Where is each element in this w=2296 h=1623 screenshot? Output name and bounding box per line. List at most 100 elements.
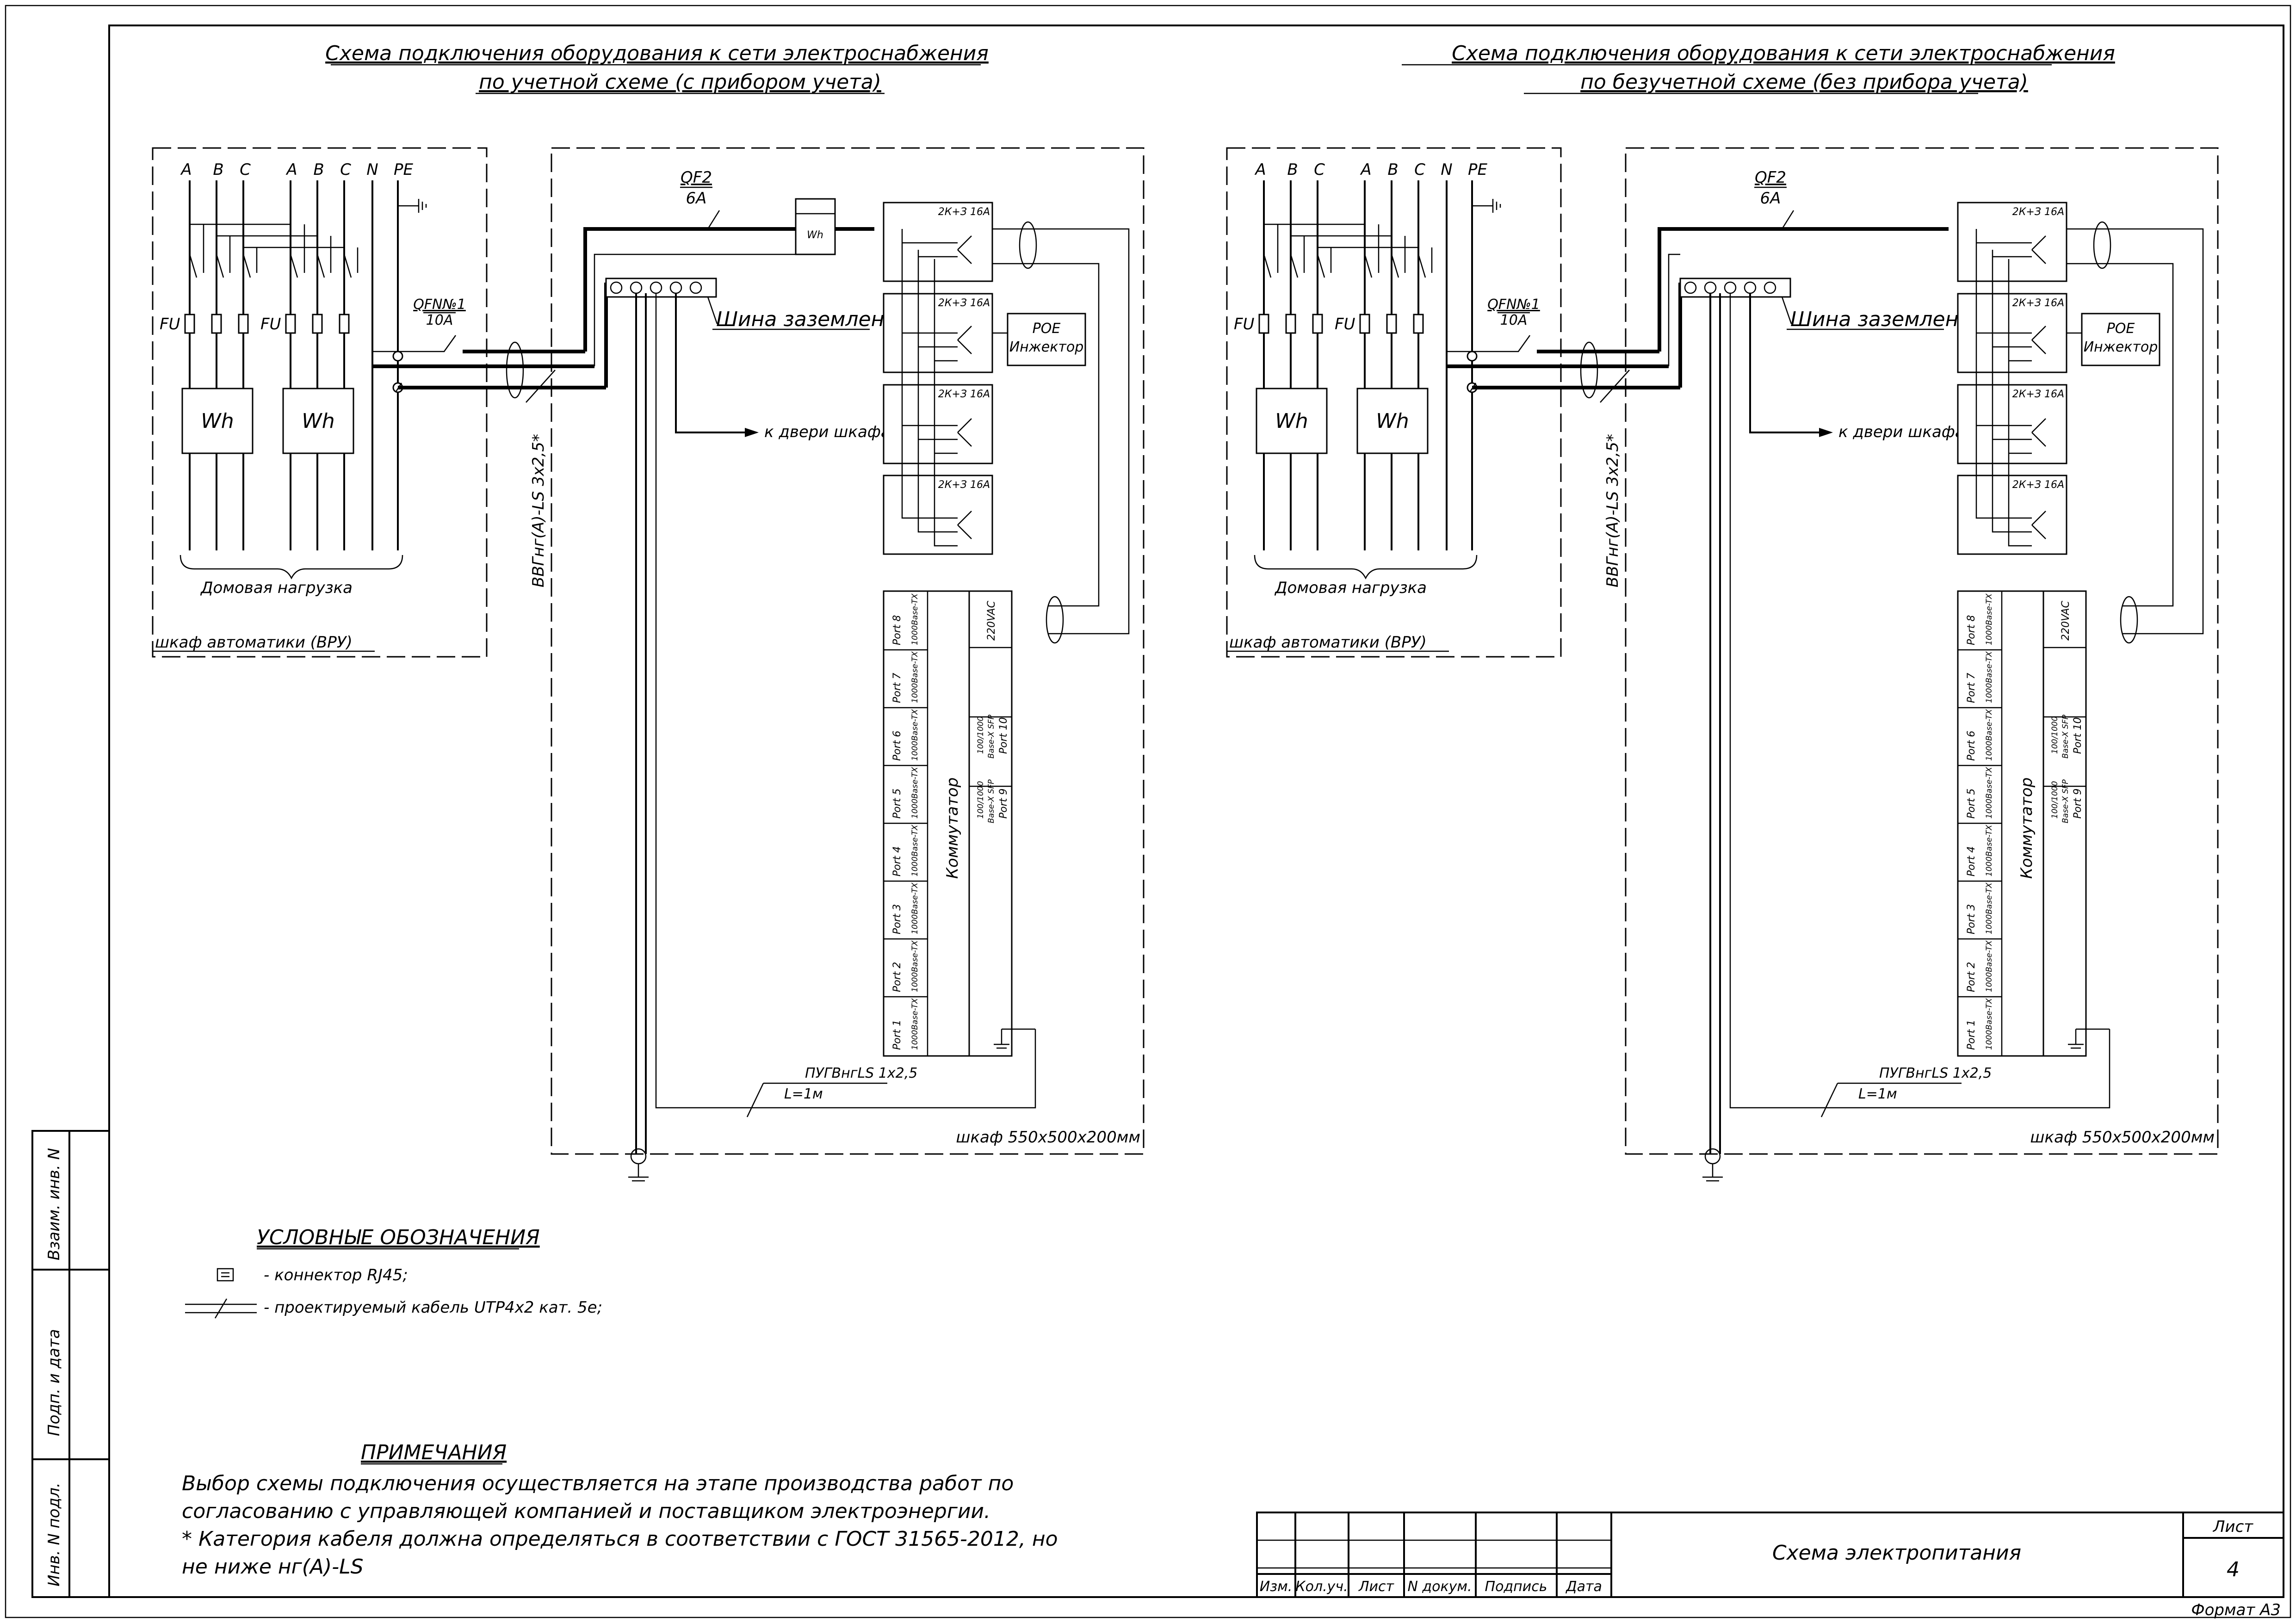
- svg-text:2К+З 16А: 2К+З 16А: [938, 479, 990, 491]
- rj45-icon: [217, 1268, 234, 1282]
- svg-text:1000Base-TX: 1000Base-TX: [910, 882, 920, 934]
- svg-text:1000Base-TX: 1000Base-TX: [910, 998, 920, 1050]
- vru-cabinet-label: шкаф автоматики (ВРУ): [155, 633, 353, 652]
- load-label: Домовая нагрузка: [200, 579, 353, 597]
- svg-text:1000Base-TX: 1000Base-TX: [1985, 709, 1994, 761]
- stamp-header: N докум.: [1407, 1579, 1472, 1595]
- svg-text:Port 3: Port 3: [1966, 904, 1977, 934]
- socket-block: 2К+З 16А 2К+З 16А 2К+З 16А 2К+З 16А: [883, 202, 993, 555]
- svg-text:Port 9: Port 9: [998, 789, 1009, 819]
- phase-label: B: [213, 160, 223, 179]
- svg-text:1000Base-TX: 1000Base-TX: [1985, 651, 1994, 703]
- svg-text:Port 7: Port 7: [891, 673, 903, 703]
- title-block: Изм. Кол.уч. Лист N докум. Подпись Дата …: [1256, 1512, 2284, 1619]
- network-switch: Port 8 1000Base-TX Port 7 1000Base-TX Po…: [883, 590, 1035, 1057]
- title-left-line1: Схема подключения оборудования к сети эл…: [325, 42, 989, 65]
- svg-text:Base-X SFP: Base-X SFP: [987, 779, 996, 823]
- scheme-right: шкаф автоматики (ВРУ) A B C A B C N PE: [1226, 147, 2219, 1182]
- phase-label: C: [240, 160, 251, 179]
- svg-text:Wh: Wh: [1275, 409, 1308, 433]
- svg-text:Port 5: Port 5: [891, 789, 903, 819]
- outer-border: [5, 5, 2291, 1618]
- main-cable-label: ВВГнг(А)-LS 3х2,5*: [529, 434, 548, 587]
- stamp-header: Кол.уч.: [1295, 1579, 1348, 1595]
- svg-text:Инжектор: Инжектор: [2084, 339, 2158, 355]
- svg-text:QF2: QF2: [1755, 168, 1786, 187]
- svg-text:L=1м: L=1м: [1858, 1086, 1897, 1102]
- svg-text:2К+З 16А: 2К+З 16А: [938, 297, 990, 309]
- svg-text:2К+З 16А: 2К+З 16А: [938, 389, 990, 400]
- svg-text:1000Base-TX: 1000Base-TX: [1985, 882, 1994, 934]
- stamp-header: Изм.: [1260, 1579, 1293, 1595]
- svg-text:1000Base-TX: 1000Base-TX: [910, 825, 920, 876]
- svg-text:100/1000: 100/1000: [976, 781, 985, 819]
- fuse-label: FU: [260, 315, 281, 333]
- phase-label: B: [313, 160, 324, 179]
- notes: ПРИМЕЧАНИЯ Выбор схемы подключения осуще…: [182, 1441, 1058, 1579]
- cabinet-size-label: шкаф 550х500х200мм: [956, 1128, 1140, 1147]
- svg-text:FU: FU: [1335, 315, 1355, 333]
- svg-text:1000Base-TX: 1000Base-TX: [1985, 940, 1994, 992]
- legend: УСЛОВНЫЕ ОБОЗНАЧЕНИЯ - коннектор RJ45; -…: [185, 1226, 602, 1319]
- svg-text:C: C: [1414, 160, 1425, 179]
- phase-label: A: [180, 160, 192, 179]
- svg-text:Port 2: Port 2: [891, 962, 903, 992]
- svg-text:Port 7: Port 7: [1966, 673, 1977, 703]
- phase-label: N: [366, 160, 378, 179]
- stamp-title: Схема электропитания: [1772, 1541, 2021, 1565]
- notes-title: ПРИМЕЧАНИЯ: [361, 1441, 507, 1464]
- svg-text:B: B: [1387, 160, 1398, 179]
- svg-text:1000Base-TX: 1000Base-TX: [1985, 767, 1994, 819]
- title-right-line2: по безучетной схеме (без прибора учета): [1580, 70, 2028, 94]
- poe-injector: [1007, 313, 1086, 366]
- title-right-line1: Схема подключения оборудования к сети эл…: [1452, 42, 2115, 65]
- svg-text:2К+З 16А: 2К+З 16А: [2012, 297, 2064, 309]
- svg-text:Port 4: Port 4: [891, 846, 903, 876]
- svg-text:Port 5: Port 5: [1966, 789, 1977, 819]
- svg-text:2К+З 16А: 2К+З 16А: [938, 206, 990, 218]
- svg-text:C: C: [1314, 160, 1325, 179]
- door-label: к двери шкафа: [764, 423, 891, 441]
- vru-cabinet-left: [152, 147, 488, 658]
- svg-text:Коммутатор: Коммутатор: [2018, 778, 2036, 879]
- svg-text:Port 8: Port 8: [1966, 615, 1977, 645]
- svg-text:Port 10: Port 10: [2072, 717, 2084, 754]
- svg-text:2К+З 16А: 2К+З 16А: [2012, 479, 2064, 491]
- stamp-sheet-number: 4: [2227, 1558, 2240, 1581]
- phase-label: A: [285, 160, 297, 179]
- vru-cabinet-right: [1226, 147, 1562, 658]
- svg-text:6A: 6A: [1760, 189, 1781, 208]
- vru-meter-label: Wh: [201, 409, 234, 433]
- notes-line: * Категория кабеля должна определяться в…: [182, 1527, 1058, 1551]
- legend-title: УСЛОВНЫЕ ОБОЗНАЧЕНИЯ: [257, 1226, 540, 1249]
- stamp-header: Лист: [1358, 1579, 1395, 1595]
- svg-text:Коммутатор: Коммутатор: [943, 778, 962, 879]
- side-stamp-podp: Подп. и дата: [45, 1329, 63, 1436]
- svg-text:Port 6: Port 6: [1966, 731, 1977, 761]
- svg-text:Инжектор: Инжектор: [1009, 339, 1084, 355]
- qf2-name: QF2: [681, 168, 712, 187]
- ground-length-label: L=1м: [784, 1086, 823, 1102]
- cabinet-meter-label: Wh: [807, 229, 823, 241]
- phase-label: C: [340, 160, 351, 179]
- svg-text:Port 3: Port 3: [891, 904, 903, 934]
- drawing-frame: [108, 25, 2284, 1598]
- svg-text:1000Base-TX: 1000Base-TX: [1985, 998, 1994, 1050]
- svg-text:N: N: [1441, 160, 1452, 179]
- svg-text:POE: POE: [2107, 321, 2135, 337]
- svg-text:PE: PE: [1468, 160, 1488, 179]
- svg-text:1000Base-TX: 1000Base-TX: [910, 593, 920, 645]
- svg-text:FU: FU: [1234, 315, 1255, 333]
- svg-text:QFN№1: QFN№1: [1487, 296, 1540, 313]
- svg-text:100/1000: 100/1000: [2050, 781, 2060, 819]
- svg-text:Port 1: Port 1: [1966, 1020, 1977, 1050]
- svg-text:1000Base-TX: 1000Base-TX: [1985, 593, 1994, 645]
- svg-text:Port 8: Port 8: [891, 615, 903, 645]
- svg-text:1000Base-TX: 1000Base-TX: [910, 940, 920, 992]
- svg-text:2К+З 16А: 2К+З 16А: [2012, 389, 2064, 400]
- side-stamp-inv: Инв. N подл.: [45, 1482, 63, 1586]
- vru-meter-2: [282, 388, 354, 454]
- svg-text:Port 9: Port 9: [2072, 789, 2084, 819]
- svg-text:Домовая нагрузка: Домовая нагрузка: [1274, 579, 1427, 597]
- side-stamp-vzam: Взаим. инв. N: [45, 1148, 63, 1260]
